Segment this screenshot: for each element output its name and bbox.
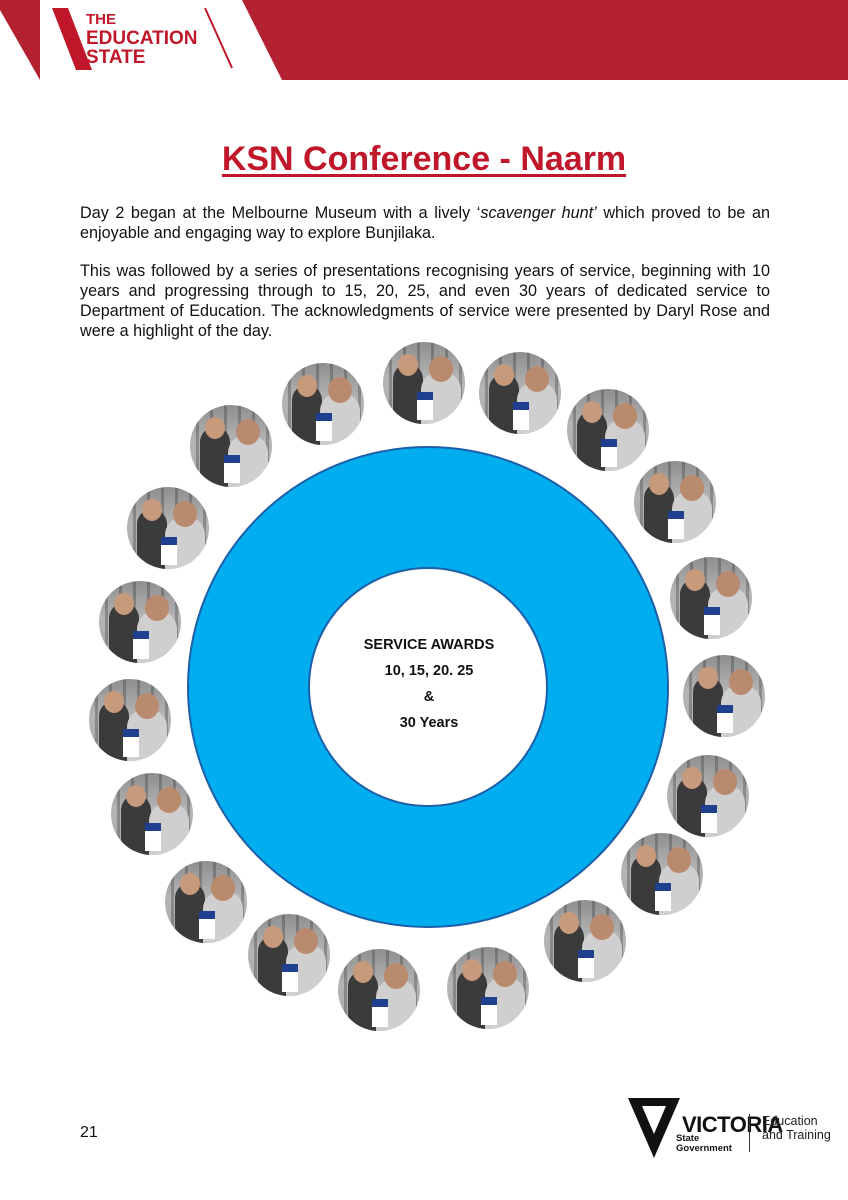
state-government-text: State Government: [676, 1134, 732, 1154]
vic-sub-government: Government: [676, 1143, 732, 1154]
award-photo: [190, 405, 272, 487]
award-photo: [99, 581, 181, 663]
intro-text-start: Day 2 began at the Melbourne Museum with…: [80, 204, 481, 222]
intro-text-emphasis: scavenger hunt’: [480, 204, 597, 222]
award-photo: [89, 679, 171, 761]
logo-line-education: EDUCATION: [86, 28, 198, 49]
education-training-text: Education and Training: [762, 1114, 831, 1142]
award-line-ampersand: &: [423, 689, 435, 705]
award-photo: [634, 461, 716, 543]
award-photo: [282, 363, 364, 445]
award-photo: [111, 773, 193, 855]
logo-divider: [749, 1114, 750, 1152]
intro-text-end: which proved to be an enjoyable and enga…: [80, 204, 770, 242]
award-photo: [383, 342, 465, 424]
edu-line-training: and Training: [762, 1128, 831, 1142]
award-line-thirty: 30 Years: [399, 715, 459, 731]
vic-sub-state: State: [676, 1133, 700, 1144]
award-photo: [248, 914, 330, 996]
service-paragraph: This was followed by a series of present…: [80, 262, 770, 340]
award-photo: [567, 389, 649, 471]
award-photo: [683, 655, 765, 737]
victoria-wordmark: VICTORIA: [682, 1112, 783, 1137]
award-photo: [165, 861, 247, 943]
ring-hole: [308, 567, 548, 807]
service-awards-label: SERVICE AWARDS 10, 15, 20. 25 & 30 Years: [313, 632, 545, 736]
page-title: KSN Conference - Naarm: [221, 140, 627, 178]
header-red-band: [242, 0, 848, 80]
award-photo: [670, 557, 752, 639]
award-photo: [127, 487, 209, 569]
header-banner: THE EDUCATION STATE: [0, 0, 848, 80]
victoria-government-logo: [628, 1098, 680, 1158]
award-photo: [447, 947, 529, 1029]
logo-slash-mark: [52, 8, 92, 70]
header-left-wedge: [0, 0, 40, 80]
award-photo: [544, 900, 626, 982]
page-number: 21: [80, 1124, 98, 1141]
edu-line-education: Education: [762, 1114, 818, 1128]
award-line-title: SERVICE AWARDS: [363, 637, 495, 653]
logo-line-state: STATE: [86, 47, 145, 68]
logo-line-the: THE: [86, 11, 116, 28]
intro-paragraph: Day 2 began at the Melbourne Museum with…: [80, 203, 770, 243]
award-photo: [621, 833, 703, 915]
award-photo: [338, 949, 420, 1031]
award-line-years: 10, 15, 20. 25: [384, 663, 474, 679]
award-photo: [667, 755, 749, 837]
award-photo: [479, 352, 561, 434]
